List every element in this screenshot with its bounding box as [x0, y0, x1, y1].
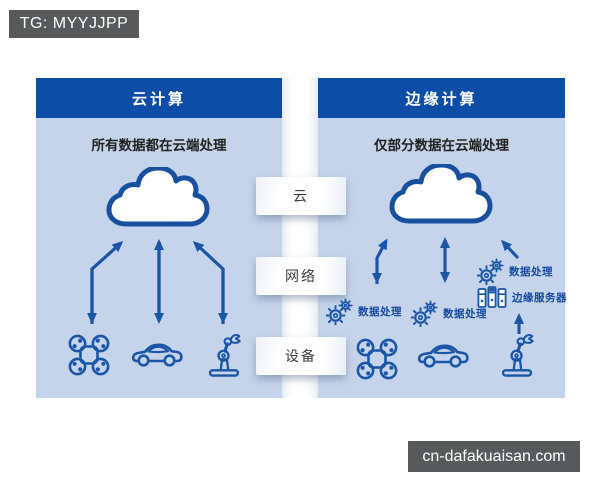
cloud-icon — [106, 167, 210, 229]
drone-icon — [354, 336, 400, 382]
drone-icon — [66, 332, 112, 378]
data-processing-label: 数据处理 — [358, 306, 402, 318]
telegram-badge: TG: MYYJJPP — [9, 10, 139, 38]
cloud-computing-panel: 云计算 所有数据都在云端处理 — [36, 78, 282, 398]
gears-icon — [411, 300, 438, 327]
gears-icon — [326, 298, 353, 325]
edge-server-label: 边缘服务器 — [512, 292, 567, 304]
ribbon-label-cloud: 云 — [256, 177, 346, 215]
ribbon-label-device: 设备 — [256, 337, 346, 375]
data-processing-annotation: 数据处理 — [326, 298, 402, 325]
ribbon-label-network: 网络 — [256, 257, 346, 295]
cloud-panel-title: 云计算 — [36, 78, 282, 118]
robot-arm-icon — [499, 331, 535, 377]
edge-panel-title: 边缘计算 — [318, 78, 565, 118]
gears-icon — [477, 258, 504, 285]
car-icon — [417, 341, 469, 369]
data-processing-annotation: 数据处理 — [477, 258, 553, 285]
cloud-icon — [389, 164, 493, 226]
cloud-panel-subtitle: 所有数据都在云端处理 — [91, 138, 227, 153]
edge-computing-panel: 边缘计算 仅部分数据在云端处理 数据处理 边缘服务 — [318, 78, 567, 398]
robot-arm-icon — [206, 331, 242, 377]
watermark: cn-dafakuaisan.com — [408, 441, 580, 472]
data-processing-annotation: 数据处理 — [411, 300, 487, 327]
edge-panel-subtitle: 仅部分数据在云端处理 — [374, 138, 509, 153]
car-icon — [131, 340, 183, 368]
data-processing-label: 数据处理 — [509, 266, 553, 278]
data-processing-label: 数据处理 — [443, 308, 487, 320]
edge-server-annotation: 边缘服务器 — [477, 286, 567, 309]
